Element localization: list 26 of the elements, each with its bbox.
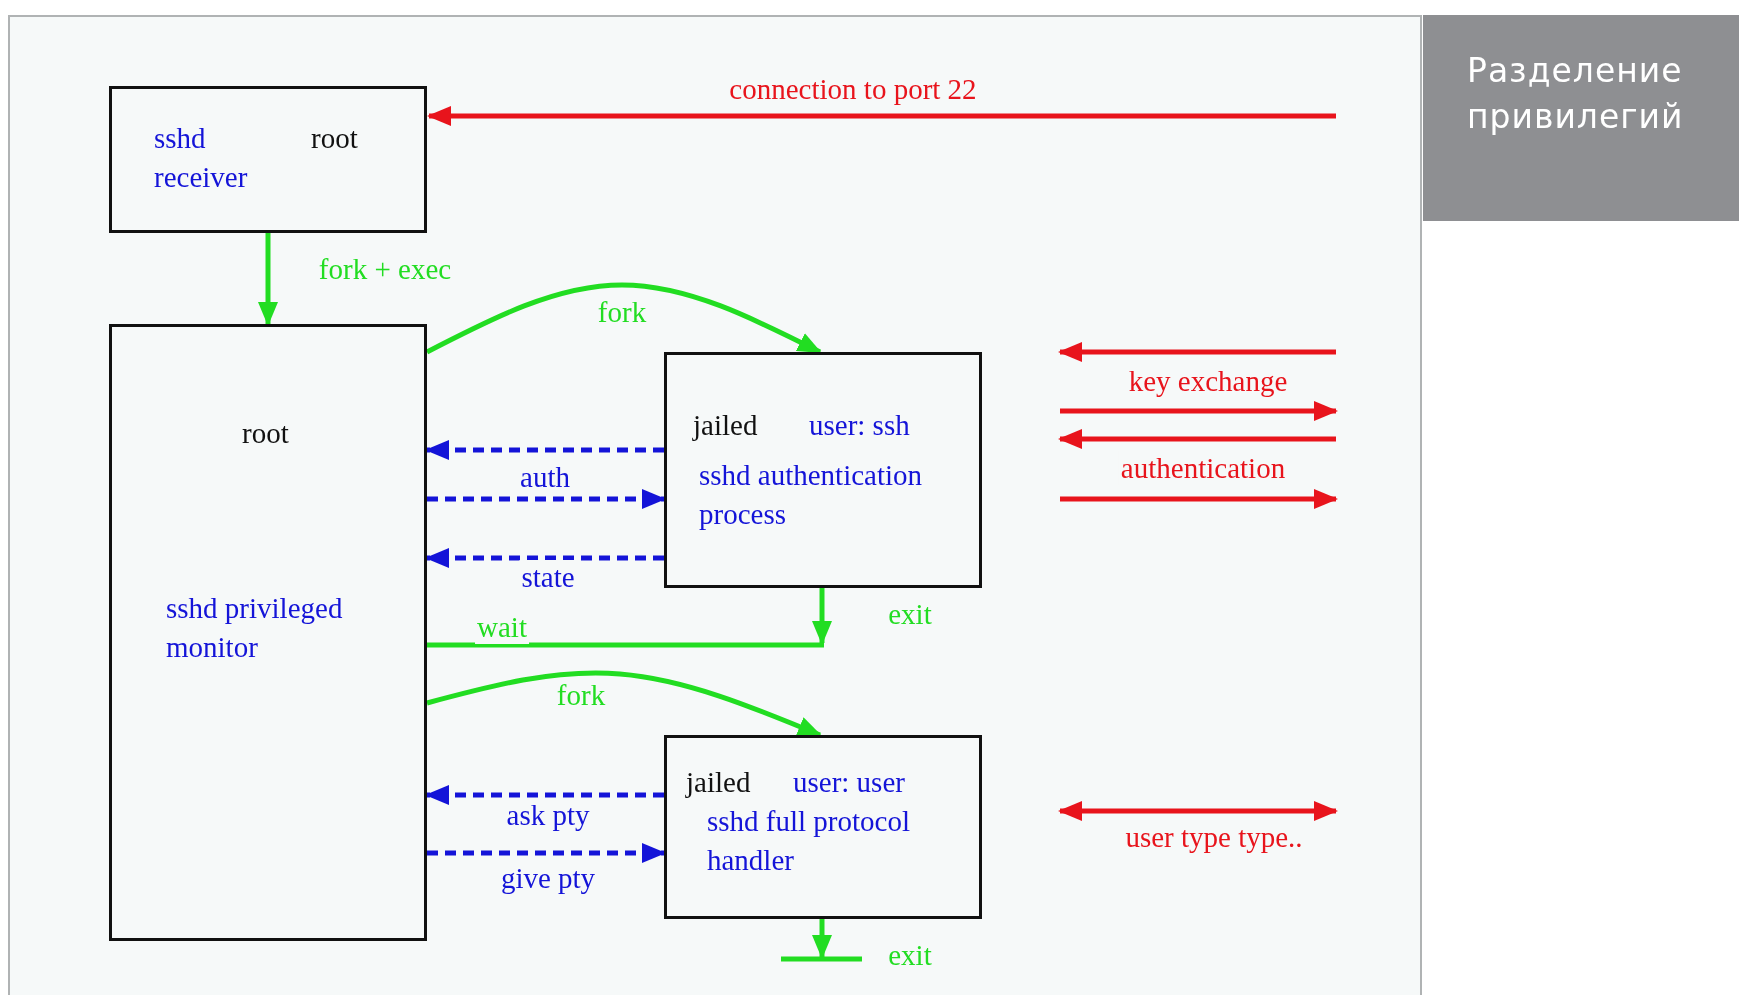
process-box <box>109 86 427 233</box>
dashed-arrow <box>425 785 664 805</box>
process-label: sshd full protocol handler <box>707 804 911 878</box>
arrow <box>426 670 822 738</box>
receiver-label: sshd receiver <box>154 121 249 195</box>
dashed-arrow <box>425 548 664 568</box>
user-label: user: user <box>793 765 905 800</box>
dashed-arrow <box>425 440 664 460</box>
jail-label: jailed <box>693 408 758 443</box>
jail-label: jailed <box>686 765 751 800</box>
arrow <box>812 919 832 959</box>
arrow <box>258 233 278 326</box>
dashed-arrow <box>427 843 666 863</box>
process-box <box>664 735 982 919</box>
arrow <box>425 282 822 355</box>
privilege-label: root <box>311 121 358 156</box>
arrow <box>812 588 832 645</box>
dashed-arrow <box>427 489 666 509</box>
process-box <box>109 324 427 941</box>
process-label: sshd privileged monitor <box>166 591 344 665</box>
process-label: sshd authentication process <box>699 458 924 532</box>
arrow <box>427 106 1336 126</box>
process-box <box>664 352 982 588</box>
privilege-label: root <box>242 416 289 451</box>
user-label: user: ssh <box>809 408 910 443</box>
caption-title: Разделение привилегий <box>1467 50 1685 138</box>
